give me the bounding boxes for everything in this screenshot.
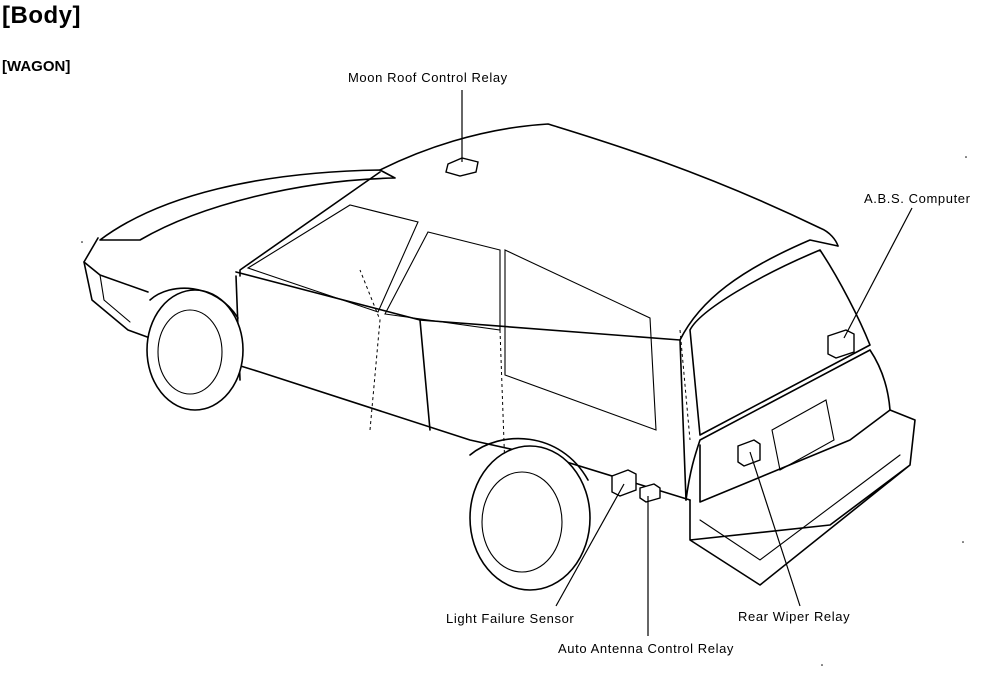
rear-quarter [685, 349, 891, 501]
front-wheel [146, 287, 244, 411]
leader-abs [843, 207, 913, 339]
front-bumper [83, 261, 151, 339]
leader-light-failure [555, 483, 625, 607]
rear-wheel [469, 437, 591, 591]
front-door-window [246, 204, 419, 313]
section-subtitle: [WAGON] [2, 58, 71, 75]
page-title: [Body] [2, 2, 81, 29]
label-moon-roof-control-relay: Moon Roof Control Relay [348, 70, 508, 85]
label-light-failure-sensor: Light Failure Sensor [446, 611, 575, 626]
rear-hatch-window [689, 249, 871, 436]
beltline [235, 239, 839, 341]
label-abs-computer: A.B.S. Computer [864, 191, 971, 206]
label-auto-antenna-control-relay: Auto Antenna Control Relay [558, 641, 735, 656]
hood-outline [99, 169, 396, 241]
label-rear-wiper-relay: Rear Wiper Relay [738, 609, 851, 624]
rear-wiper-relay-part [737, 439, 761, 467]
rear-door-window [384, 231, 501, 331]
hidden-line-3 [679, 329, 691, 441]
roof-outline [379, 123, 839, 247]
auto-antenna-relay-part [639, 483, 661, 503]
car-body [83, 123, 916, 586]
rear-bumper [689, 409, 916, 586]
rear-bumper-line [699, 454, 901, 561]
leader-rear-wiper [749, 451, 801, 607]
abs-computer-part [827, 329, 855, 359]
hidden-line-1 [359, 269, 381, 431]
front-fascia [83, 237, 149, 293]
hidden-line-2 [499, 329, 506, 471]
license-plate [771, 399, 835, 471]
front-grille-line [99, 274, 131, 323]
quarter-window [504, 249, 657, 431]
side-body-lower [235, 275, 687, 501]
light-failure-sensor-part [611, 469, 637, 497]
tail-panel [699, 409, 891, 503]
